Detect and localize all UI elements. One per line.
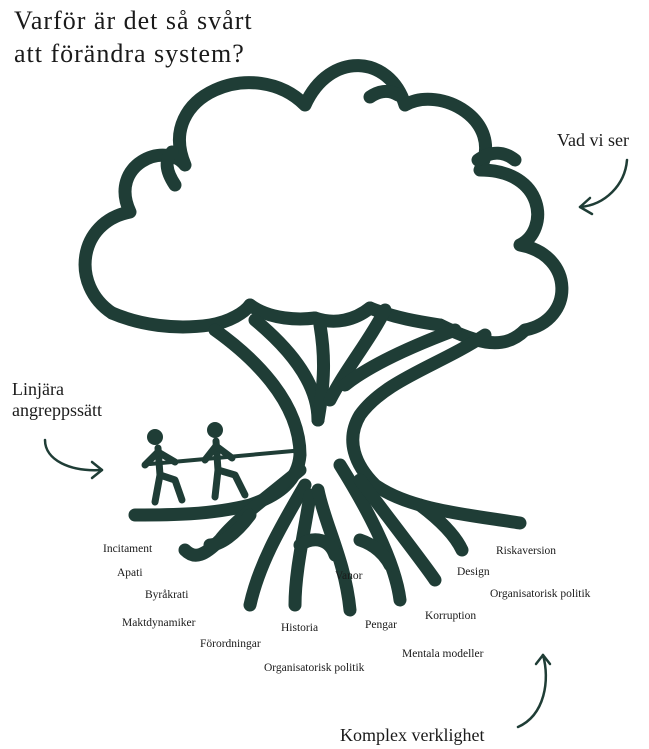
trunk-inner-2: [311, 318, 330, 427]
root-label: Maktdynamiker: [122, 617, 196, 629]
root-9: [203, 508, 257, 552]
root-6: [353, 473, 442, 587]
branch-left-outer: [105, 298, 257, 334]
root-8: [353, 533, 397, 572]
complex-label: Komplex verklighet: [340, 725, 485, 745]
arrow-complex-head-icon: [534, 653, 552, 666]
figure-2-leg-1: [211, 466, 222, 501]
arrow-linear-icon: [43, 438, 104, 472]
figure-1-head: [147, 429, 163, 445]
branch-right: [363, 301, 447, 332]
figure-1-leg-1: [151, 471, 164, 506]
canopy-fold-right: [363, 85, 405, 104]
root-label: Design: [457, 566, 490, 578]
root-2: [243, 478, 312, 612]
branch-mid: [308, 301, 377, 328]
arrow-linear-head-icon: [90, 460, 104, 480]
root-label: Mentala modeller: [402, 648, 484, 660]
root-label: Apati: [117, 567, 143, 579]
linear-label-line-2: angreppssätt: [12, 400, 102, 420]
root-label: Förordningar: [200, 638, 261, 650]
page-title: Varför är det så svårt att förändra syst…: [14, 4, 253, 70]
visible-label: Vad vi ser: [557, 130, 629, 150]
root-label: Byråkrati: [145, 589, 189, 601]
arrow-visible-icon: [578, 158, 629, 209]
title-line-2: att förändra system?: [14, 39, 245, 68]
root-label: Incitament: [103, 543, 153, 555]
canopy-fold-right-2: [471, 146, 522, 167]
title-line-1: Varför är det så svårt: [14, 6, 253, 35]
canopy-fold-left: [160, 145, 182, 192]
root-4b: [293, 533, 342, 562]
tree-canopy: [78, 59, 569, 350]
arrow-complex-icon: [516, 653, 548, 729]
root-label: Riskaversion: [496, 545, 557, 557]
trunk-inner-3: [323, 303, 392, 407]
root-label: Korruption: [425, 610, 477, 622]
figure-1-leg-2: [156, 471, 186, 504]
root-7: [413, 498, 469, 557]
root-label: Vanor: [335, 570, 363, 582]
trunk-right: [346, 328, 527, 530]
root-label: Pengar: [365, 619, 397, 631]
linear-label-line-1: Linjära: [12, 379, 64, 399]
root-label: Organisatorisk politik: [264, 662, 365, 674]
figures-icon: [141, 422, 295, 506]
root-5: [333, 458, 407, 607]
root-label: Organisatorisk politik: [490, 588, 591, 600]
figure-2-head: [207, 422, 223, 438]
trunk-right-inner: [338, 323, 462, 392]
rope: [148, 449, 295, 466]
figure-2-leg-2: [214, 466, 249, 499]
arrow-visible-head-icon: [578, 196, 594, 216]
root-label: Historia: [281, 622, 319, 634]
